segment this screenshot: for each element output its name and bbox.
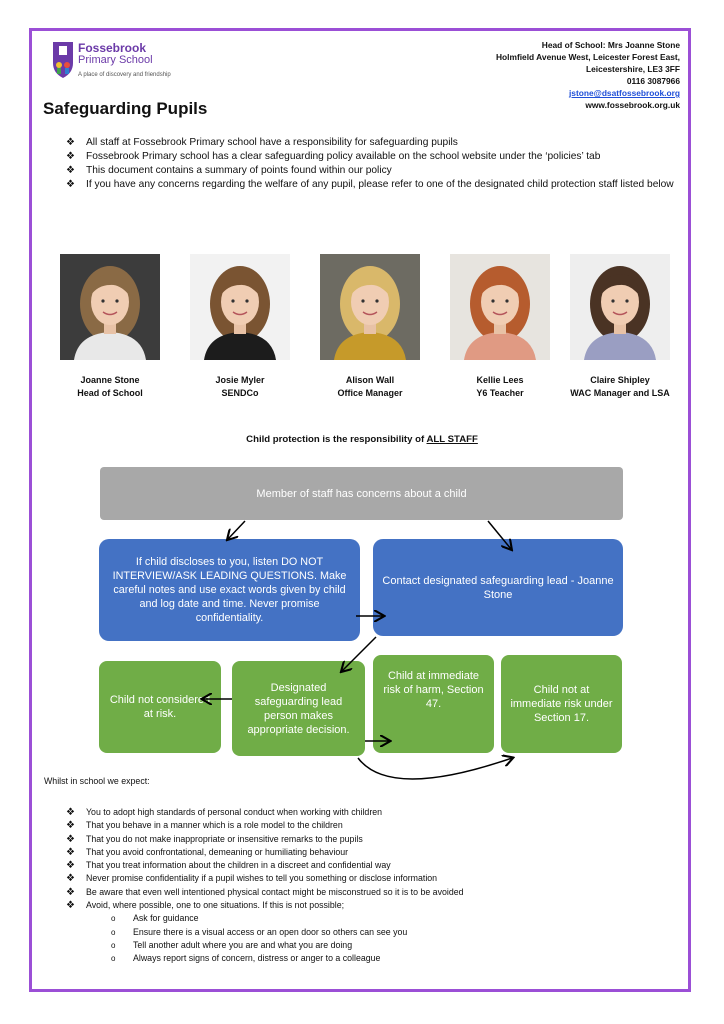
staff-name: Alison Wall xyxy=(345,375,395,385)
staff-name: Joanne Stone xyxy=(80,375,140,385)
address-line-1: Holmfield Avenue West, Leicester Forest … xyxy=(496,52,680,62)
list-item: ❖Fossebrook Primary school has a clear s… xyxy=(66,151,601,162)
address-line-2: Leicestershire, LE3 3FF xyxy=(585,64,680,74)
diamond-bullet-icon: ❖ xyxy=(66,820,75,832)
staff-card: Joanne Stone Head of School xyxy=(45,254,175,400)
staff-card: Alison Wall Office Manager xyxy=(305,254,435,400)
list-item: ❖If you have any concerns regarding the … xyxy=(66,179,674,190)
flow-decision-box: Designated safeguarding lead person make… xyxy=(232,661,365,756)
school-logo: Fossebrook Primary School A place of dis… xyxy=(52,41,192,85)
diamond-bullet-icon: ❖ xyxy=(66,151,75,162)
expectations-heading: Whilst in school we expect: xyxy=(44,776,150,786)
head-of-school: Head of School: Mrs Joanne Stone xyxy=(541,40,680,50)
diamond-bullet-icon: ❖ xyxy=(66,137,75,148)
flow-disclose-box: If child discloses to you, listen DO NOT… xyxy=(99,539,360,641)
staff-card: Josie Myler SENDCo xyxy=(175,254,305,400)
diamond-bullet-icon: ❖ xyxy=(66,873,75,885)
list-item: ❖Avoid, where possible, one to one situa… xyxy=(66,900,345,912)
list-item: ❖This document contains a summary of poi… xyxy=(66,165,392,176)
staff-name: Kellie Lees xyxy=(476,375,524,385)
diamond-bullet-icon: ❖ xyxy=(66,846,75,858)
shield-icon xyxy=(53,42,73,78)
contact-block: Head of School: Mrs Joanne Stone Holmfie… xyxy=(496,39,680,111)
diamond-bullet-icon: ❖ xyxy=(66,900,75,912)
page-border xyxy=(29,28,691,992)
circle-bullet-icon: o xyxy=(111,940,116,950)
flow-start-box: Member of staff has concerns about a chi… xyxy=(100,467,623,520)
diamond-bullet-icon: ❖ xyxy=(66,886,75,898)
staff-photo xyxy=(570,254,670,360)
expectations-list: ❖You to adopt high standards of personal… xyxy=(66,806,686,966)
child-protection-statement: Child protection is the responsibility o… xyxy=(246,434,478,445)
school-name: Fossebrook xyxy=(78,41,147,55)
staff-photo xyxy=(450,254,550,360)
flow-not-at-risk-box: Child not considered at risk. xyxy=(99,661,221,753)
intro-list: ❖All staff at Fossebrook Primary school … xyxy=(66,136,686,192)
school-name-sub: Primary School xyxy=(78,54,153,66)
circle-bullet-icon: o xyxy=(111,914,116,924)
website: www.fossebrook.org.uk xyxy=(585,100,680,110)
portrait-image xyxy=(190,254,290,360)
diamond-bullet-icon: ❖ xyxy=(66,807,75,818)
staff-photo xyxy=(190,254,290,360)
all-staff-emphasis: ALL STAFF xyxy=(426,434,478,445)
list-item: ❖All staff at Fossebrook Primary school … xyxy=(66,137,458,148)
diamond-bullet-icon: ❖ xyxy=(66,179,75,190)
list-item: ❖That you do not make inappropriate or i… xyxy=(66,833,363,845)
staff-photo xyxy=(60,254,160,360)
school-tagline: A place of discovery and friendship xyxy=(78,72,171,78)
list-item: ❖Be aware that even well intentioned phy… xyxy=(66,886,464,898)
staff-card: Claire Shipley WAC Manager and LSA xyxy=(555,254,685,400)
staff-name: Claire Shipley xyxy=(590,375,650,385)
staff-role: WAC Manager and LSA xyxy=(570,388,670,398)
email-link[interactable]: jstone@dsatfossebrook.org xyxy=(568,88,680,98)
flow-immediate-risk-box: Child at immediate risk of harm, Section… xyxy=(373,655,494,753)
staff-photo xyxy=(320,254,420,360)
portrait-image xyxy=(60,254,160,360)
phone: 0116 3087966 xyxy=(626,76,680,86)
circle-bullet-icon: o xyxy=(111,954,116,964)
staff-role: Y6 Teacher xyxy=(476,388,524,398)
diamond-bullet-icon: ❖ xyxy=(66,833,75,845)
list-item: ❖Never promise confidentiality if a pupi… xyxy=(66,873,438,885)
diamond-bullet-icon: ❖ xyxy=(66,165,75,176)
list-item: ❖That you behave in a manner which is a … xyxy=(66,820,343,832)
staff-card: Kellie Lees Y6 Teacher xyxy=(435,254,565,400)
list-item: ❖You to adopt high standards of personal… xyxy=(66,807,383,818)
staff-role: Head of School xyxy=(77,388,143,398)
staff-role: SENDCo xyxy=(221,388,259,398)
portrait-image xyxy=(320,254,420,360)
circle-bullet-icon: o xyxy=(111,927,116,937)
page-title: Safeguarding Pupils xyxy=(43,99,208,118)
list-item: ❖That you treat information about the ch… xyxy=(66,860,391,872)
list-item: ❖That you avoid confrontational, demeani… xyxy=(66,846,349,858)
staff-role: Office Manager xyxy=(337,388,403,398)
diamond-bullet-icon: ❖ xyxy=(66,860,75,872)
flow-contact-lead-box: Contact designated safeguarding lead - J… xyxy=(373,539,623,636)
portrait-image xyxy=(570,254,670,360)
portrait-image xyxy=(450,254,550,360)
flow-not-immediate-risk-box: Child not at immediate risk under Sectio… xyxy=(501,655,622,753)
staff-name: Josie Myler xyxy=(215,375,265,385)
